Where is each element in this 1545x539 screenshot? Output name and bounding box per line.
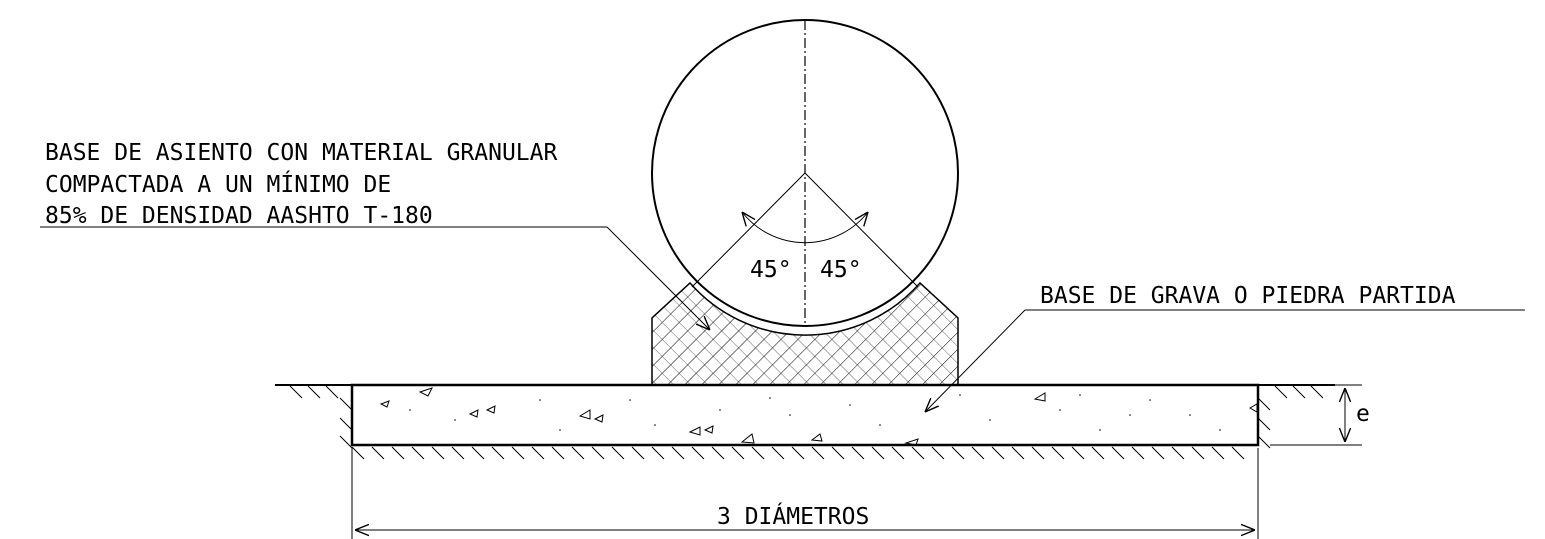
bedding-note-line2: COMPACTADA A UN MÍNIMO DE bbox=[45, 170, 391, 198]
gravel-stones bbox=[379, 387, 1258, 446]
gravel-leader bbox=[925, 309, 1525, 412]
gravel-note: BASE DE GRAVA O PIEDRA PARTIDA bbox=[1040, 283, 1456, 309]
angle-lines bbox=[691, 172, 919, 288]
thickness-label: e bbox=[1356, 401, 1370, 427]
width-dimension bbox=[351, 448, 1259, 539]
bedding-note-line1: BASE DE ASIENTO CON MATERIAL GRANULAR bbox=[45, 140, 557, 166]
angle-left-label: 45° bbox=[750, 257, 792, 283]
bedding-leader bbox=[40, 226, 710, 330]
trench-bottom-hatch bbox=[351, 446, 1245, 460]
thickness-dimension bbox=[1270, 384, 1362, 446]
gravel-base bbox=[350, 383, 1260, 447]
angle-right-label: 45° bbox=[820, 257, 862, 283]
width-label: 3 DIÁMETROS bbox=[717, 502, 869, 530]
gravel-dots bbox=[409, 394, 1221, 431]
bedding-note-line3: 85% DE DENSIDAD AASHTO T-180 bbox=[45, 203, 433, 229]
